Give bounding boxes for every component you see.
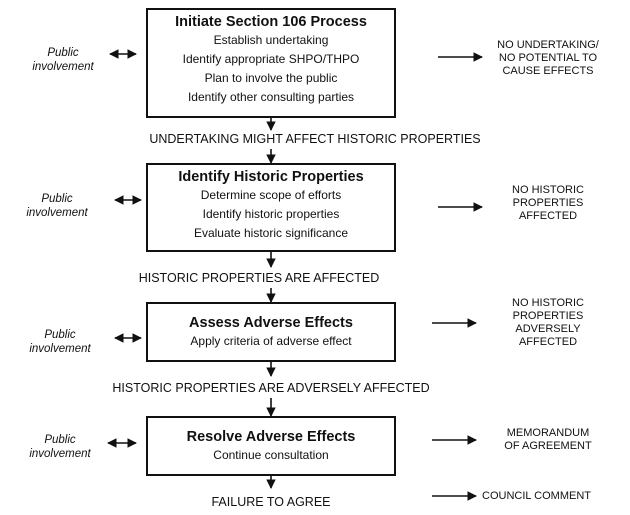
- outcome-council-comment: COUNCIL COMMENT: [482, 490, 591, 502]
- public-involvement-label: Public involvement: [26, 193, 88, 219]
- public-involvement-label: Public involvement: [29, 329, 91, 355]
- step-initiate-title: Initiate Section 106 Process: [175, 14, 367, 30]
- step-initiate-line: Identify appropriate SHPO/THPO: [182, 52, 360, 66]
- outcome-no-historic-properties: NO HISTORIC PROPERTIES AFFECTED: [512, 184, 584, 222]
- step-initiate-box: Initiate Section 106 Process Establish u…: [146, 8, 396, 118]
- public-involvement-label: Public involvement: [32, 47, 94, 73]
- outcome-no-adverse-effect: NO HISTORIC PROPERTIES ADVERSELY AFFECTE…: [512, 297, 584, 348]
- step-resolve-title: Resolve Adverse Effects: [186, 429, 356, 445]
- step-initiate-line: Identify other consulting parties: [187, 90, 355, 104]
- outcome-no-undertaking: NO UNDERTAKING/ NO POTENTIAL TO CAUSE EF…: [497, 39, 599, 77]
- outcome-memorandum: MEMORANDUM OF AGREEMENT: [504, 427, 592, 452]
- step-identify-line: Evaluate historic significance: [193, 226, 349, 240]
- connector-text: FAILURE TO AGREE: [211, 495, 331, 509]
- connector-text: HISTORIC PROPERTIES ARE ADVERSELY AFFECT…: [112, 381, 430, 395]
- step-assess-line: Apply criteria of adverse effect: [190, 334, 352, 348]
- step-resolve-line: Continue consultation: [213, 448, 329, 462]
- step-resolve-box: Resolve Adverse Effects Continue consult…: [146, 416, 396, 476]
- step-identify-line: Identify historic properties: [202, 207, 340, 221]
- step-identify-line: Determine scope of efforts: [200, 188, 342, 202]
- step-assess-title: Assess Adverse Effects: [189, 315, 353, 331]
- step-assess-box: Assess Adverse Effects Apply criteria of…: [146, 302, 396, 362]
- connector-text: HISTORIC PROPERTIES ARE AFFECTED: [138, 271, 380, 285]
- connector-text: UNDERTAKING MIGHT AFFECT HISTORIC PROPER…: [149, 132, 481, 146]
- step-initiate-line: Plan to involve the public: [204, 71, 338, 85]
- step-identify-title: Identify Historic Properties: [178, 169, 364, 185]
- step-identify-box: Identify Historic Properties Determine s…: [146, 163, 396, 252]
- step-initiate-line: Establish undertaking: [213, 33, 329, 47]
- public-involvement-label: Public involvement: [29, 434, 91, 460]
